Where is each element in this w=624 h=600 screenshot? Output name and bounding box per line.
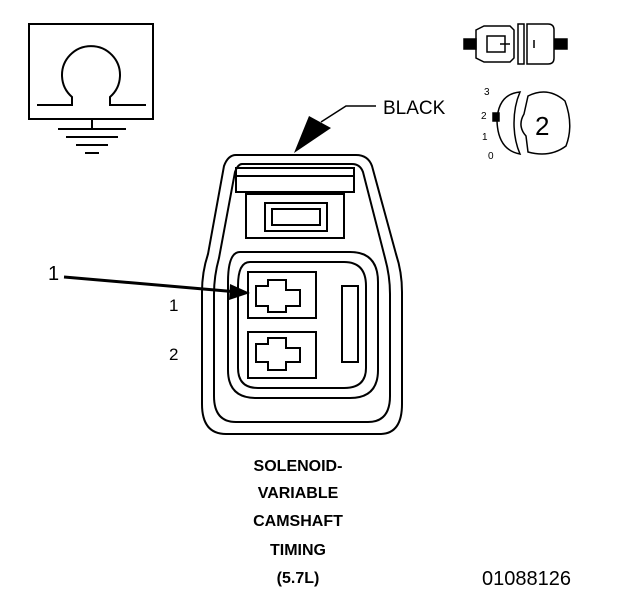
pin-1-callout-number: 1: [48, 263, 60, 285]
scale-label-3: 3: [484, 87, 490, 98]
scale-label-1: 1: [482, 132, 488, 143]
cavity-1-label: 1: [169, 296, 179, 315]
pin-1-callout-arrow: [63, 275, 250, 300]
connector-housing: [201, 154, 403, 435]
title-line-2: VARIABLE: [257, 485, 339, 502]
scale-label-0: 0: [488, 151, 494, 162]
title-line-1: SOLENOID-: [253, 458, 343, 475]
title-line-3: CAMSHAFT: [253, 513, 343, 530]
title-line-4: TIMING: [270, 542, 326, 559]
mini-view-badge: 2: [535, 111, 550, 141]
connector-face-view-icon: [492, 91, 571, 155]
black-color-label: BLACK: [383, 98, 446, 119]
black-callout-leader: [294, 105, 376, 153]
connector-side-view-icon: [463, 23, 568, 65]
figure-id: 01088126: [482, 568, 571, 590]
scale-label-2: 2: [481, 111, 487, 122]
cavity-2-label: 2: [169, 345, 179, 364]
title-line-5: (5.7L): [276, 570, 320, 587]
ground-symbol-icon: [28, 23, 154, 154]
